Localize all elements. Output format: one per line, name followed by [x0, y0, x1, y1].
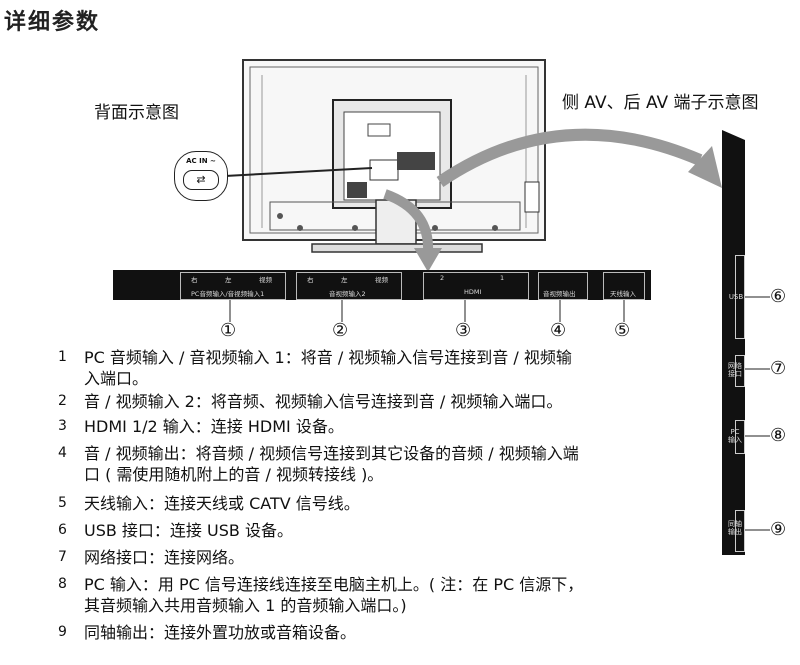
- description-item: 8 PC 输入：用 PC 信号连接线连接至电脑主机上。( 注：在 PC 信源下，…: [58, 574, 708, 622]
- description-text: 同轴输出：连接外置功放或音箱设备。: [84, 622, 356, 643]
- port-top-label: 2: [440, 274, 445, 282]
- description-text: 天线输入：连接天线或 CATV 信号线。: [84, 493, 360, 514]
- arrow-to-rear-panel: [383, 189, 434, 253]
- description-number: 5: [58, 495, 67, 511]
- marker-5: ⑤: [614, 320, 631, 341]
- description-item: 2 音 / 视频输入 2：将音频、视频输入信号连接到音 / 视频输入端口。: [58, 391, 708, 416]
- port-hdmi: 2 1 HDMI: [423, 272, 529, 300]
- description-number: 9: [58, 624, 67, 640]
- port-top-label: 视频: [375, 276, 388, 284]
- marker-4: ④: [550, 320, 567, 341]
- marker-3: ③: [455, 320, 472, 341]
- port-top-label: 视频: [259, 276, 272, 284]
- description-line: 音 / 视频输出：将音频 / 视频信号连接到其它设备的音频 / 视频输入端: [84, 444, 579, 463]
- description-item: 7 网络接口：连接网络。: [58, 547, 708, 574]
- ac-in-socket: AC IN ~ ⇄: [174, 151, 228, 201]
- port-av2: 右 左 视频 音视频输入2: [296, 272, 402, 300]
- side-port-coax-label: 同轴输出: [728, 520, 742, 536]
- marker-8: ⑧: [770, 425, 787, 446]
- port-top-label: 左: [225, 276, 232, 284]
- side-port-pc: [735, 420, 745, 454]
- description-text: PC 输入：用 PC 信号连接线连接至电脑主机上。( 注：在 PC 信源下， 其…: [84, 574, 583, 616]
- marker-2: ②: [332, 320, 349, 341]
- port-pc-av1: 右 左 视频 PC音频输入/音视频输入1: [180, 272, 286, 300]
- description-line: PC 音频输入 / 音视频输入 1：将音 / 视频输入信号连接到音 / 视频输: [84, 348, 572, 367]
- description-item: 4 音 / 视频输出：将音频 / 视频信号连接到其它设备的音频 / 视频输入端 …: [58, 443, 708, 493]
- description-line: PC 输入：用 PC 信号连接线连接至电脑主机上。( 注：在 PC 信源下，: [84, 575, 584, 594]
- tv-stand-base: [311, 243, 483, 253]
- side-port-usb: [735, 255, 745, 339]
- description-line: 口 ( 需使用随机附上的音 / 视频转接线 )。: [84, 465, 384, 484]
- port-av-out: 音视频输出: [538, 272, 588, 300]
- vent-grille: [397, 152, 435, 170]
- description-line: 音 / 视频输入 2：将音频、视频输入信号连接到音 / 视频输入端口。: [84, 392, 563, 411]
- description-line: 网络接口：连接网络。: [84, 548, 245, 567]
- description-text: PC 音频输入 / 音视频输入 1：将音 / 视频输入信号连接到音 / 视频输 …: [84, 347, 572, 389]
- side-port-usb-label: USB: [728, 293, 744, 301]
- rear-connector-panel: 右 左 视频 PC音频输入/音视频输入1 右 左 视频 音视频输入2 2 1 H…: [113, 270, 651, 300]
- side-port-network: [735, 355, 745, 387]
- description-line: 其音频输入共用音频输入 1 的音频输入端口。): [84, 596, 407, 615]
- side-port-coax: [735, 510, 745, 552]
- port-name-label: 音视频输入2: [329, 290, 366, 298]
- side-panel-body: [722, 130, 745, 555]
- description-number: 3: [58, 418, 67, 434]
- description-text: HDMI 1/2 输入：连接 HDMI 设备。: [84, 416, 344, 437]
- description-line: 同轴输出：连接外置功放或音箱设备。: [84, 623, 357, 642]
- marker-7: ⑦: [770, 358, 787, 379]
- description-item: 5 天线输入：连接天线或 CATV 信号线。: [58, 493, 708, 520]
- description-item: 6 USB 接口：连接 USB 设备。: [58, 520, 708, 547]
- port-top-label: 1: [500, 274, 505, 282]
- side-port-network-label: 网络接口: [728, 362, 742, 378]
- description-number: 2: [58, 393, 67, 409]
- description-line: USB 接口：连接 USB 设备。: [84, 521, 293, 540]
- description-line: 入端口。: [84, 369, 149, 388]
- port-antenna: 天线输入: [603, 272, 645, 300]
- port-name-label: HDMI: [464, 288, 482, 296]
- marker-1: ①: [220, 320, 237, 341]
- port-name-label: 天线输入: [610, 290, 636, 298]
- power-inlet-icon: ⇄: [183, 170, 219, 190]
- description-number: 6: [58, 522, 67, 538]
- description-number: 8: [58, 576, 67, 592]
- rear-caption: 背面示意图: [94, 103, 179, 123]
- side-caption: 侧 AV、后 AV 端子示意图: [562, 93, 759, 113]
- port-top-label: 左: [341, 276, 348, 284]
- description-item: 1 PC 音频输入 / 音视频输入 1：将音 / 视频输入信号连接到音 / 视频…: [58, 347, 708, 391]
- description-text: 音 / 视频输入 2：将音频、视频输入信号连接到音 / 视频输入端口。: [84, 391, 562, 412]
- port-top-label: 右: [191, 276, 198, 284]
- marker-9: ⑨: [770, 519, 787, 540]
- description-line: HDMI 1/2 输入：连接 HDMI 设备。: [84, 417, 344, 436]
- port-name-label: 音视频输出: [543, 290, 576, 298]
- marker-6: ⑥: [770, 286, 787, 307]
- description-item: 3 HDMI 1/2 输入：连接 HDMI 设备。: [58, 416, 708, 443]
- side-port-pc-label: PC输入: [728, 428, 742, 444]
- description-number: 7: [58, 549, 67, 565]
- description-item: 9 同轴输出：连接外置功放或音箱设备。: [58, 622, 708, 646]
- page-title: 详细参数: [4, 10, 101, 35]
- description-text: USB 接口：连接 USB 设备。: [84, 520, 293, 541]
- ac-in-label: AC IN ~: [186, 157, 216, 165]
- description-list: 1 PC 音频输入 / 音视频输入 1：将音 / 视频输入信号连接到音 / 视频…: [58, 347, 708, 646]
- description-number: 1: [58, 349, 67, 365]
- arrow-to-side-panel: [436, 128, 703, 187]
- description-text: 音 / 视频输出：将音频 / 视频信号连接到其它设备的音频 / 视频输入端 口 …: [84, 443, 579, 485]
- port-top-label: 右: [307, 276, 314, 284]
- description-text: 网络接口：连接网络。: [84, 547, 244, 568]
- port-name-label: PC音频输入/音视频输入1: [191, 290, 265, 298]
- description-line: 天线输入：连接天线或 CATV 信号线。: [84, 494, 360, 513]
- description-number: 4: [58, 445, 67, 461]
